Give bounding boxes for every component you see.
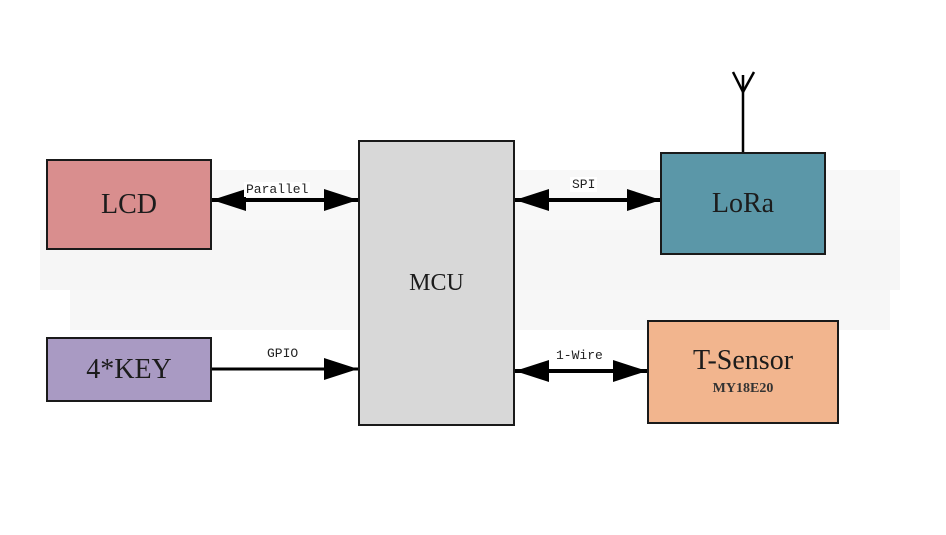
gpio-label: GPIO [265,346,301,361]
lora-block: LoRa [660,152,826,255]
lcd-block: LCD [46,159,212,250]
onewire-label: 1-Wire [554,348,605,363]
tsensor-sublabel: MY18E20 [712,381,774,396]
key-block: 4*KEY [46,337,212,402]
lora-label: LoRa [711,187,775,219]
mcu-label: MCU [409,270,464,296]
spi-label: SPI [570,177,598,192]
parallel-label: Parallel [244,182,311,197]
tsensor-block: T-Sensor MY18E20 [647,320,839,424]
lcd-label: LCD [101,188,157,220]
key-label: 4*KEY [86,353,172,385]
mcu-block: MCU [358,140,515,426]
antenna-icon [731,71,756,153]
tsensor-label: T-Sensor [692,345,794,376]
